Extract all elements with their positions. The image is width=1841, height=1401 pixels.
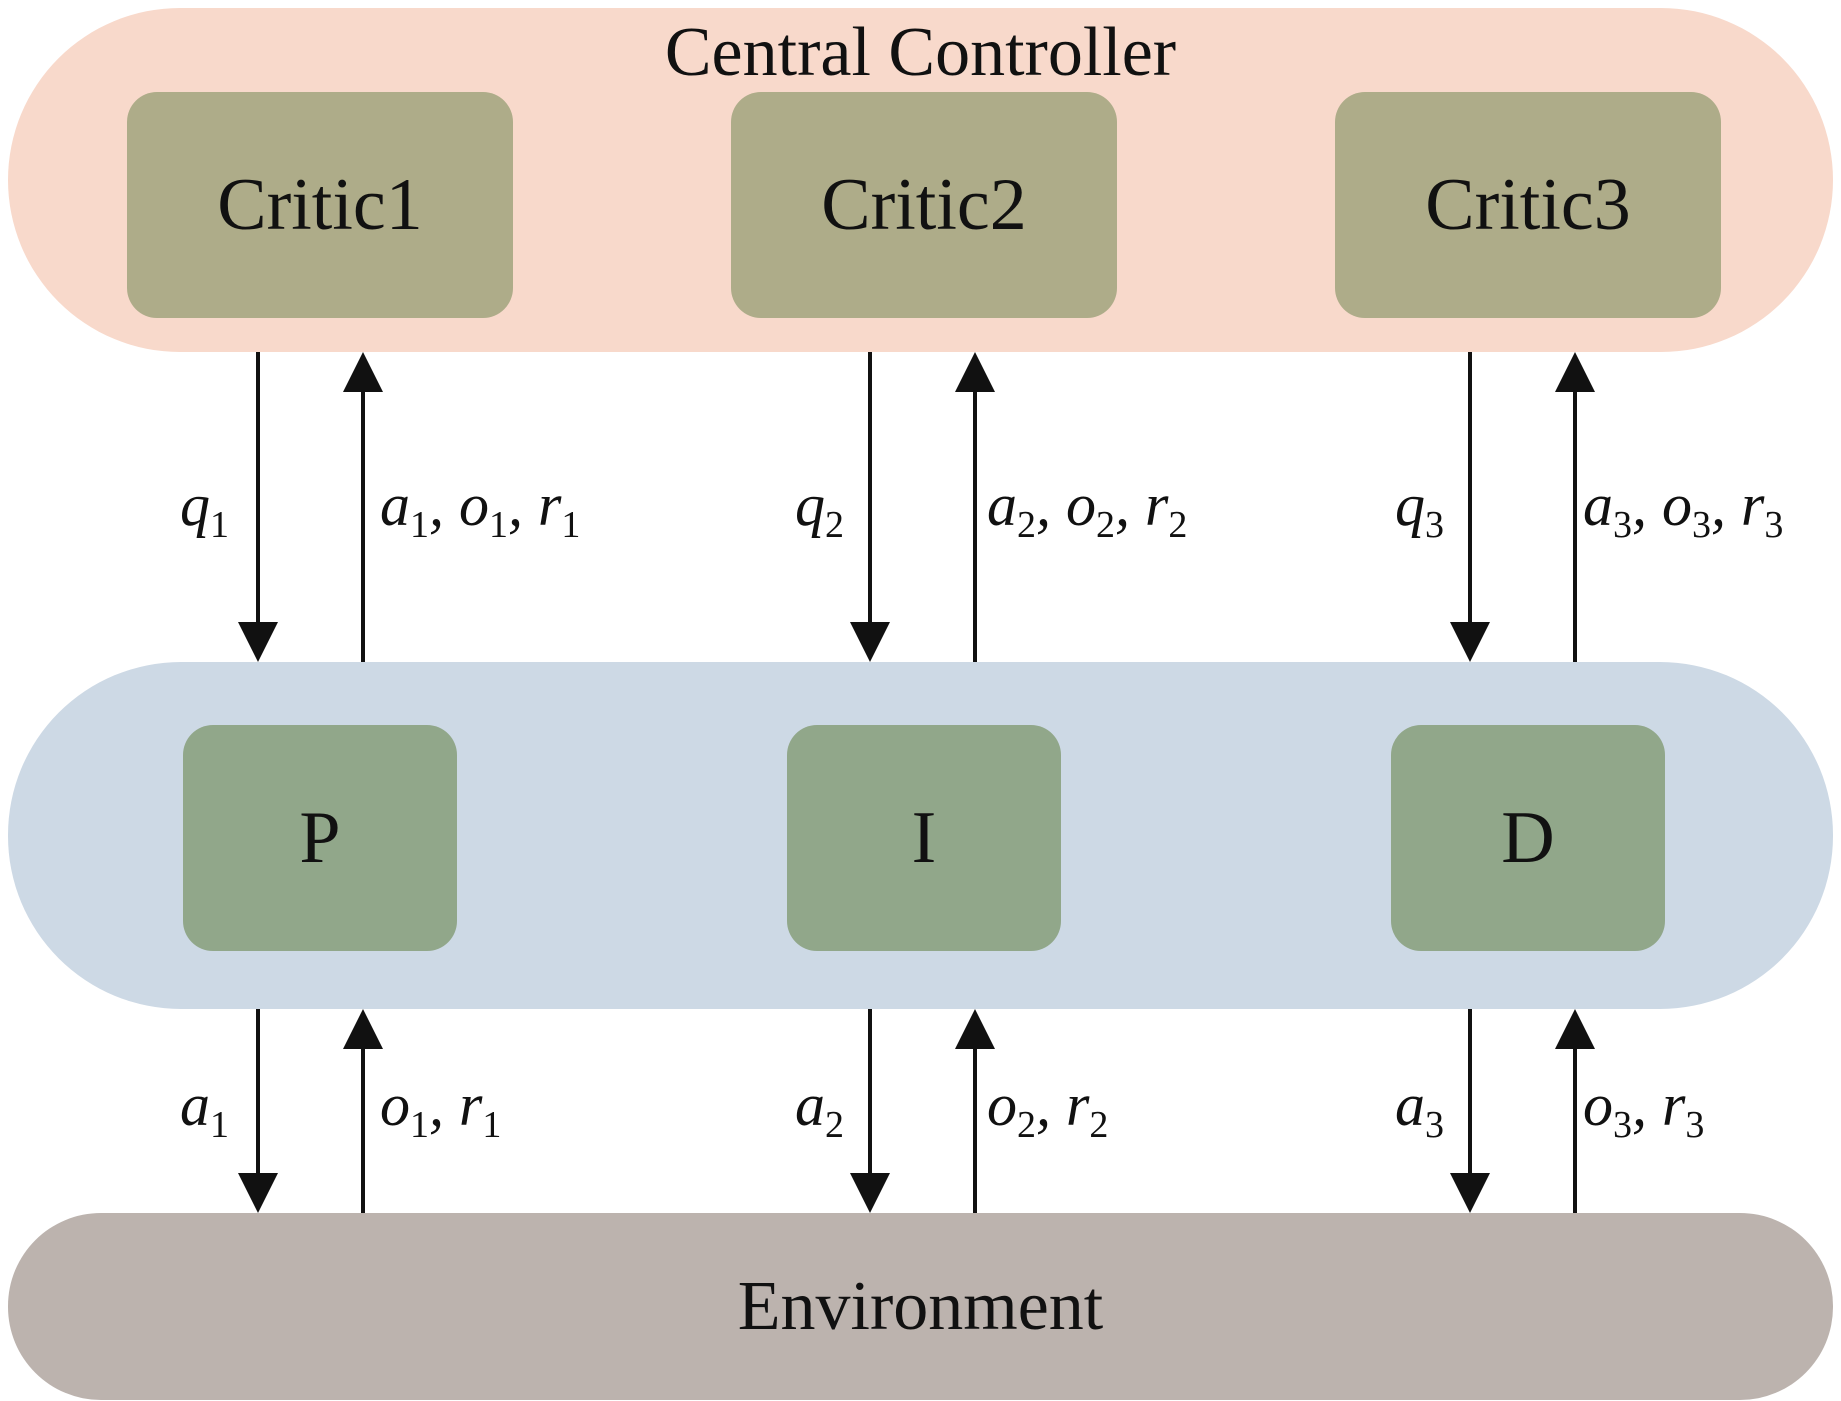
central-controller-title: Central Controller (664, 14, 1177, 91)
label-o1-r1: o1, r1 (380, 1072, 502, 1146)
critic-1-box: Critic1 (127, 92, 513, 318)
upper-down-arrow-2 (850, 352, 890, 662)
upper-up-arrow-3 (1555, 352, 1595, 662)
environment-label: Environment (737, 1267, 1104, 1345)
agent-p-box: P (183, 725, 457, 951)
label-o2-r2: o2, r2 (987, 1072, 1109, 1146)
agent-i-label: I (911, 797, 937, 879)
label-q1: q1 (180, 472, 229, 546)
label-a1: a1 (180, 1072, 229, 1146)
label-a2-o2-r2: a2, o2, r2 (987, 472, 1188, 546)
lower-down-arrow-2 (850, 1009, 890, 1213)
lower-down-arrow-3 (1450, 1009, 1490, 1213)
upper-down-arrow-3 (1450, 352, 1490, 662)
label-a3-o3-r3: a3, o3, r3 (1583, 472, 1784, 546)
label-o3-r3: o3, r3 (1583, 1072, 1705, 1146)
upper-up-arrow-1 (343, 352, 383, 662)
critic-2-box: Critic2 (731, 92, 1117, 318)
lower-up-arrow-1 (343, 1009, 383, 1213)
agent-d-label: D (1501, 797, 1555, 879)
critic-2-label: Critic2 (821, 164, 1027, 246)
label-q3: q3 (1395, 472, 1444, 546)
agent-p-label: P (299, 797, 341, 879)
critic-3-label: Critic3 (1425, 164, 1631, 246)
environment-band: Environment (8, 1213, 1833, 1400)
lower-up-arrow-3 (1555, 1009, 1595, 1213)
agent-d-box: D (1391, 725, 1665, 951)
label-a1-o1-r1: a1, o1, r1 (380, 472, 581, 546)
lower-down-arrow-1 (238, 1009, 278, 1213)
label-a3: a3 (1395, 1072, 1444, 1146)
upper-up-arrow-2 (955, 352, 995, 662)
critic-1-label: Critic1 (217, 164, 423, 246)
lower-up-arrow-2 (955, 1009, 995, 1213)
critic-3-box: Critic3 (1335, 92, 1721, 318)
label-q2: q2 (795, 472, 844, 546)
label-a2: a2 (795, 1072, 844, 1146)
agent-i-box: I (787, 725, 1061, 951)
upper-down-arrow-1 (238, 352, 278, 662)
